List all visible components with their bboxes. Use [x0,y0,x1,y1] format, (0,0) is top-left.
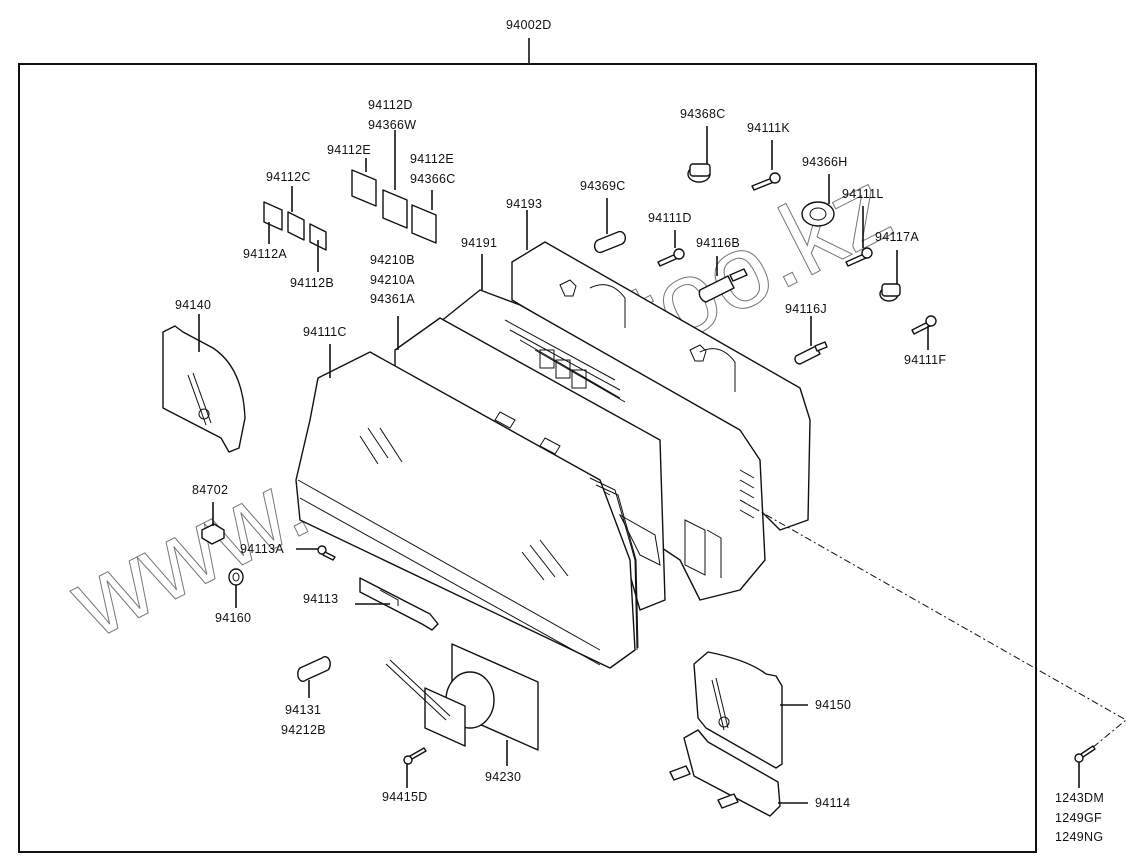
label-94368C[interactable]: 94368C [680,107,726,121]
label-94116J[interactable]: 94116J [785,302,827,316]
label-94111L[interactable]: 94111L [842,187,884,201]
label-94160[interactable]: 94160 [215,611,251,625]
label-94112B[interactable]: 94112B [290,276,334,290]
bulb-94131[interactable] [297,655,331,683]
gauge-94140[interactable] [162,325,246,453]
gauge-94150[interactable] [693,651,783,769]
label-94230[interactable]: 94230 [485,770,521,784]
label-94116B[interactable]: 94116B [696,236,740,250]
label-94112C[interactable]: 94112C [266,170,311,184]
window-94112E-a[interactable] [351,169,377,207]
screw-94111F[interactable] [911,315,937,335]
label-94112E-a[interactable]: 94112E [327,143,371,157]
label-1249NG[interactable]: 1249NG [1055,830,1103,844]
label-94112E-b[interactable]: 94112E [410,152,454,166]
assembly-dashline [739,499,1127,749]
label-1249GF[interactable]: 1249GF [1055,811,1102,825]
screw-94111D[interactable] [657,248,685,267]
label-94415D[interactable]: 94415D [382,790,428,804]
window-94112B[interactable] [309,223,327,251]
label-94361A[interactable]: 94361A [370,292,415,306]
bulb-94116B[interactable] [698,268,748,303]
socket-94366H[interactable] [801,201,835,227]
window-94112D[interactable] [382,189,408,229]
screw-94111K[interactable] [751,172,781,191]
ring-94160[interactable] [228,568,244,586]
label-94111C[interactable]: 94111C [303,325,347,339]
screw-94113A[interactable] [317,545,336,561]
bulb-socket-94117A[interactable] [879,283,901,302]
bulb-socket-94368C[interactable] [687,163,711,183]
label-94140[interactable]: 94140 [175,298,211,312]
gauge-94230[interactable] [385,643,539,751]
label-94111F[interactable]: 94111F [904,353,946,367]
label-94113[interactable]: 94113 [303,592,338,606]
label-94366W[interactable]: 94366W [368,118,416,132]
label-94210B[interactable]: 94210B [370,253,415,267]
part-labels: 94112D 94366W 94112E 94112E 94366C 94112… [175,98,1104,844]
label-1243DM[interactable]: 1243DM [1055,791,1104,805]
window-94112C[interactable] [287,211,305,241]
window-94112A[interactable] [263,201,283,231]
label-94212B[interactable]: 94212B [281,723,326,737]
label-94150[interactable]: 94150 [815,698,851,712]
screw-1243DM[interactable] [1074,745,1096,763]
bulb-94116J[interactable] [794,341,828,365]
leader-lines [198,126,1080,804]
screw-94111L[interactable] [845,247,873,267]
label-94114[interactable]: 94114 [815,796,850,810]
label-94112A[interactable]: 94112A [243,247,287,261]
label-94366H[interactable]: 94366H [802,155,848,169]
assembly-label[interactable]: 94002D [506,18,552,32]
clip-84702[interactable] [201,523,225,545]
label-94112D[interactable]: 94112D [368,98,413,112]
bracket-94113[interactable] [359,577,439,631]
label-94113A[interactable]: 94113A [240,542,284,556]
label-94131[interactable]: 94131 [285,703,321,717]
label-94111K[interactable]: 94111K [747,121,790,135]
label-94117A[interactable]: 94117A [875,230,919,244]
label-94210A[interactable]: 94210A [370,273,415,287]
cluster-lens-94111C[interactable] [295,351,639,669]
label-94366C[interactable]: 94366C [410,172,456,186]
motor-94114[interactable] [669,729,781,817]
label-94111D[interactable]: 94111D [648,211,692,225]
label-94369C[interactable]: 94369C [580,179,626,193]
window-94112E-b[interactable] [411,204,437,244]
bulb-94369C[interactable] [593,230,627,254]
label-84702[interactable]: 84702 [192,483,228,497]
label-94191[interactable]: 94191 [461,236,497,250]
label-94193[interactable]: 94193 [506,197,542,211]
assembly-frame [18,63,1037,853]
screw-94415D[interactable] [403,747,427,765]
